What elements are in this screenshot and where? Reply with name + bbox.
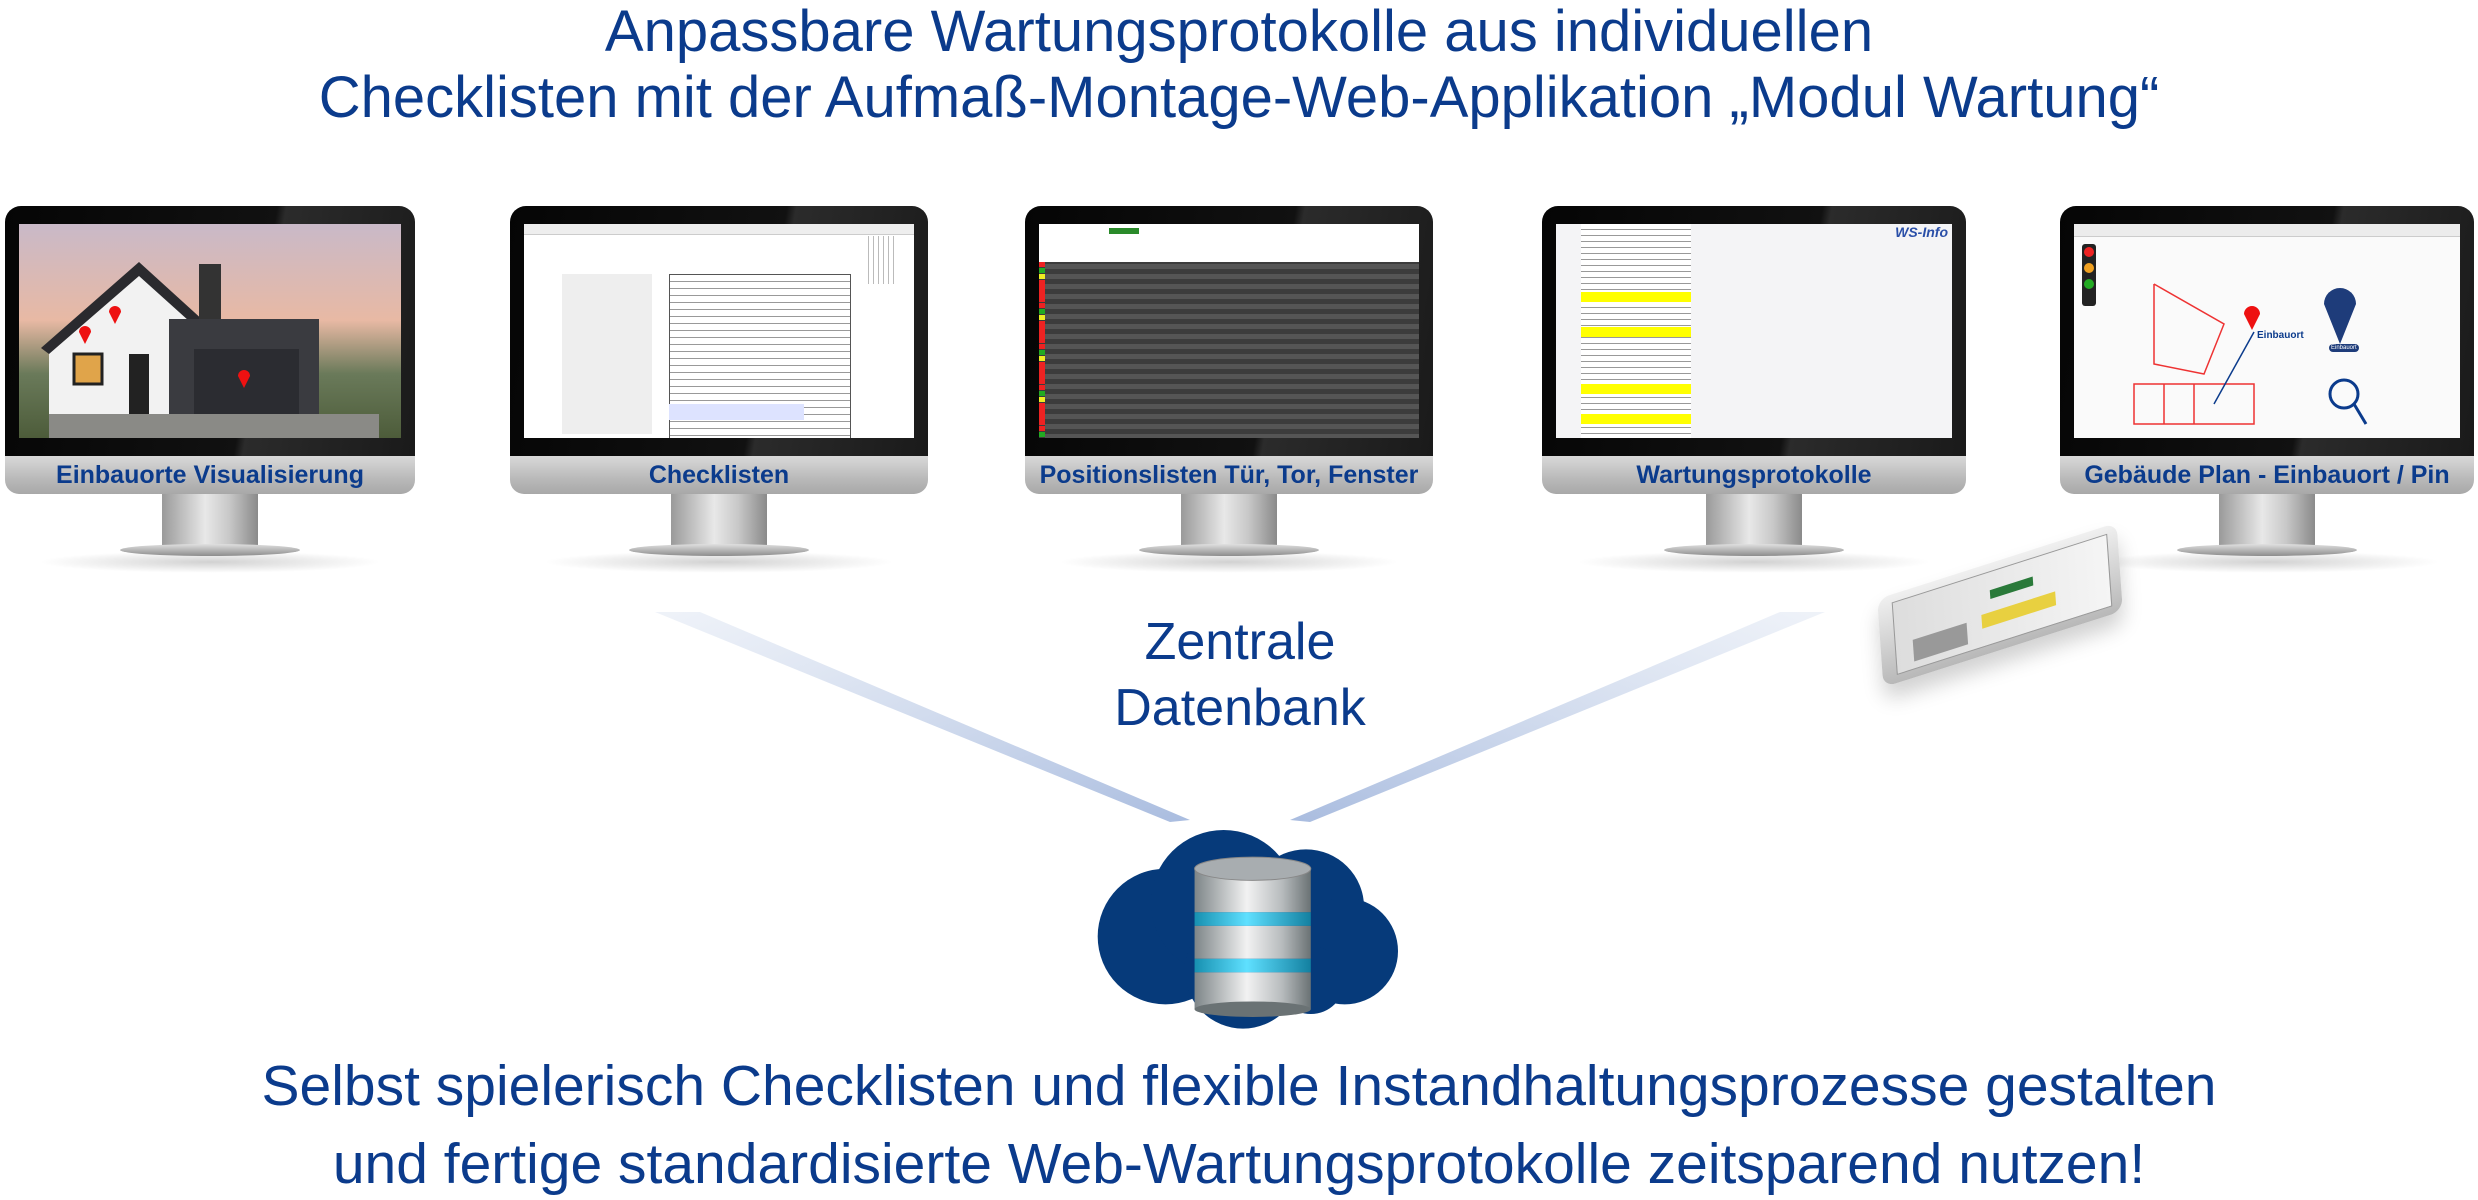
- large-pin-icon: [2324, 288, 2356, 344]
- monitor-einbauorte: Einbauorte Visualisierung: [5, 206, 415, 573]
- beam-right: [1290, 612, 1825, 822]
- headline-line-1: Anpassbare Wartungsprotokolle aus indivi…: [604, 0, 1874, 64]
- checklist-screen: [524, 224, 914, 438]
- center-label-line-2: Datenbank: [1114, 679, 1366, 737]
- magnifier-icon: [2328, 378, 2368, 425]
- pin-label: Einbauort: [2257, 330, 2304, 341]
- beam-left: [655, 612, 1190, 822]
- footer-line-1: Selbst spielerisch Checklisten und flexi…: [261, 1054, 2217, 1118]
- monitor-label: Einbauorte Visualisierung: [56, 460, 364, 489]
- center-label-line-1: Zentrale: [1144, 613, 1336, 671]
- location-pin-icon: [238, 370, 250, 388]
- traffic-light-icon: [2082, 244, 2096, 306]
- monitor-checklisten: Checklisten: [510, 206, 928, 573]
- location-pin-icon: [2244, 306, 2260, 330]
- monitor-positionslisten: Positionslisten Tür, Tor, Fenster: [1025, 206, 1433, 573]
- monitor-label: Gebäude Plan - Einbauort / Pin: [2084, 460, 2450, 489]
- floor-plan-screen: Einbauort Einbauort: [2074, 224, 2460, 438]
- monitor-label: Positionslisten Tür, Tor, Fenster: [1039, 460, 1419, 489]
- monitor-label: Wartungsprotokolle: [1636, 460, 1872, 489]
- ws-info-logo: WS-Info: [1895, 224, 1948, 240]
- database-stack: [1194, 856, 1312, 1017]
- headline-line-2: Checklisten mit der Aufmaß-Montage-Web-A…: [318, 65, 2160, 130]
- location-pin-icon: [79, 326, 91, 344]
- position-list-screen: [1039, 224, 1419, 438]
- pin-badge: Einbauort: [2329, 344, 2359, 352]
- monitor-label: Checklisten: [648, 460, 790, 489]
- footer-line-2: und fertige standardisierte Web-Wartungs…: [332, 1132, 2146, 1196]
- location-pin-icon: [109, 306, 121, 324]
- maintenance-screen: WS-Info: [1556, 224, 1952, 438]
- cloud-database-icon: [1097, 829, 1398, 1029]
- monitor-wartungsprotokolle: WS-Info Wartungsprotokolle: [1542, 206, 1966, 573]
- monitor-gebaeudeplan: Einbauort Einbauort Gebäude Plan - Einba…: [2060, 206, 2474, 573]
- house-photo-screen: [19, 224, 401, 438]
